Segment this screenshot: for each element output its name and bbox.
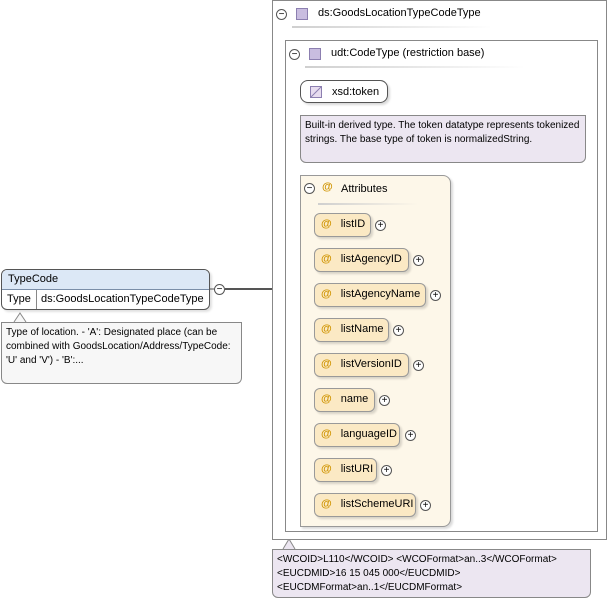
- attribute-listversionid-expand-button[interactable]: +: [413, 360, 424, 371]
- attribute-listschemeuri[interactable]: @ listSchemeURI: [314, 493, 416, 517]
- simple-type-icon: [310, 86, 322, 98]
- attribute-icon: @: [321, 288, 332, 300]
- attribute-icon: @: [321, 428, 332, 440]
- attribute-languageid-expand-button[interactable]: +: [405, 430, 416, 441]
- appinfo-line-3: <EUCDMFormat>an..1</EUCDMFormat>: [277, 582, 463, 593]
- attribute-listuri[interactable]: @ listURI: [314, 458, 377, 482]
- restriction-base-name: udt:CodeType (restriction base): [331, 47, 485, 59]
- element-collapse-button[interactable]: −: [214, 284, 225, 295]
- attribute-icon: @: [321, 218, 332, 230]
- complex-type-divider: [292, 26, 492, 28]
- restriction-collapse-button[interactable]: −: [289, 49, 300, 60]
- attribute-name: name: [340, 393, 369, 405]
- element-name: TypeCode: [2, 270, 209, 290]
- attribute-name: listAgencyID: [340, 253, 402, 265]
- type-appinfo-note: <WCOID>L110</WCOID> <WCOFormat>an..3</WC…: [272, 549, 591, 598]
- simple-type-documentation: Built-in derived type. The token datatyp…: [300, 115, 586, 163]
- attribute-languageid[interactable]: @ languageID: [314, 423, 400, 447]
- element-typecode[interactable]: TypeCode Type ds:GoodsLocationTypeCodeTy…: [1, 269, 210, 310]
- attribute-listid-expand-button[interactable]: +: [375, 220, 386, 231]
- attribute-listagencyid-expand-button[interactable]: +: [413, 255, 424, 266]
- attribute-name: listSchemeURI: [340, 498, 414, 510]
- attribute-icon: @: [321, 253, 332, 265]
- attributes-icon: @: [322, 181, 333, 193]
- appinfo-line-1: <WCOID>L110</WCOID> <WCOFormat>an..3</WC…: [277, 554, 557, 565]
- complex-type-name: ds:GoodsLocationTypeCodeType: [318, 7, 481, 19]
- attribute-listagencyid[interactable]: @ listAgencyID: [314, 248, 409, 272]
- simple-type-name: xsd:token: [332, 86, 380, 98]
- attribute-name-expand-button[interactable]: +: [379, 395, 390, 406]
- element-type-value: ds:GoodsLocationTypeCodeType: [41, 293, 204, 305]
- attribute-name: listID: [340, 218, 366, 230]
- attribute-listagencyname[interactable]: @ listAgencyName: [314, 283, 426, 307]
- complex-type-icon: [296, 8, 308, 20]
- attribute-name: listURI: [340, 463, 374, 475]
- attribute-icon: @: [321, 323, 332, 335]
- attribute-listid[interactable]: @ listID: [314, 213, 371, 237]
- restriction-divider: [305, 66, 525, 68]
- simple-type-token[interactable]: xsd:token: [300, 80, 388, 103]
- attributes-divider: [318, 203, 418, 205]
- element-type-label: Type: [2, 290, 37, 309]
- attribute-listname[interactable]: @ listName: [314, 318, 389, 342]
- attributes-title: Attributes: [341, 183, 388, 195]
- restriction-type-icon: [309, 48, 321, 60]
- element-documentation: Type of location. - 'A': Designated plac…: [1, 322, 242, 384]
- attribute-listname-expand-button[interactable]: +: [393, 325, 404, 336]
- attribute-name: listAgencyName: [340, 288, 421, 300]
- attribute-listschemeuri-expand-button[interactable]: +: [420, 500, 431, 511]
- attributes-collapse-button[interactable]: −: [304, 183, 315, 194]
- complex-type-collapse-button[interactable]: −: [276, 9, 287, 20]
- attribute-name: listVersionID: [340, 358, 402, 370]
- attribute-listuri-expand-button[interactable]: +: [381, 465, 392, 476]
- attribute-name: listName: [340, 323, 384, 335]
- attribute-icon: @: [321, 463, 332, 475]
- attribute-name: languageID: [340, 428, 398, 440]
- attribute-icon: @: [321, 358, 332, 370]
- attribute-listagencyname-expand-button[interactable]: +: [430, 290, 441, 301]
- appinfo-line-2: <EUCDMID>16 15 045 000</EUCDMID>: [277, 568, 461, 579]
- attribute-listversionid[interactable]: @ listVersionID: [314, 353, 409, 377]
- attribute-name[interactable]: @ name: [314, 388, 375, 412]
- attribute-icon: @: [321, 498, 332, 510]
- attribute-icon: @: [321, 393, 332, 405]
